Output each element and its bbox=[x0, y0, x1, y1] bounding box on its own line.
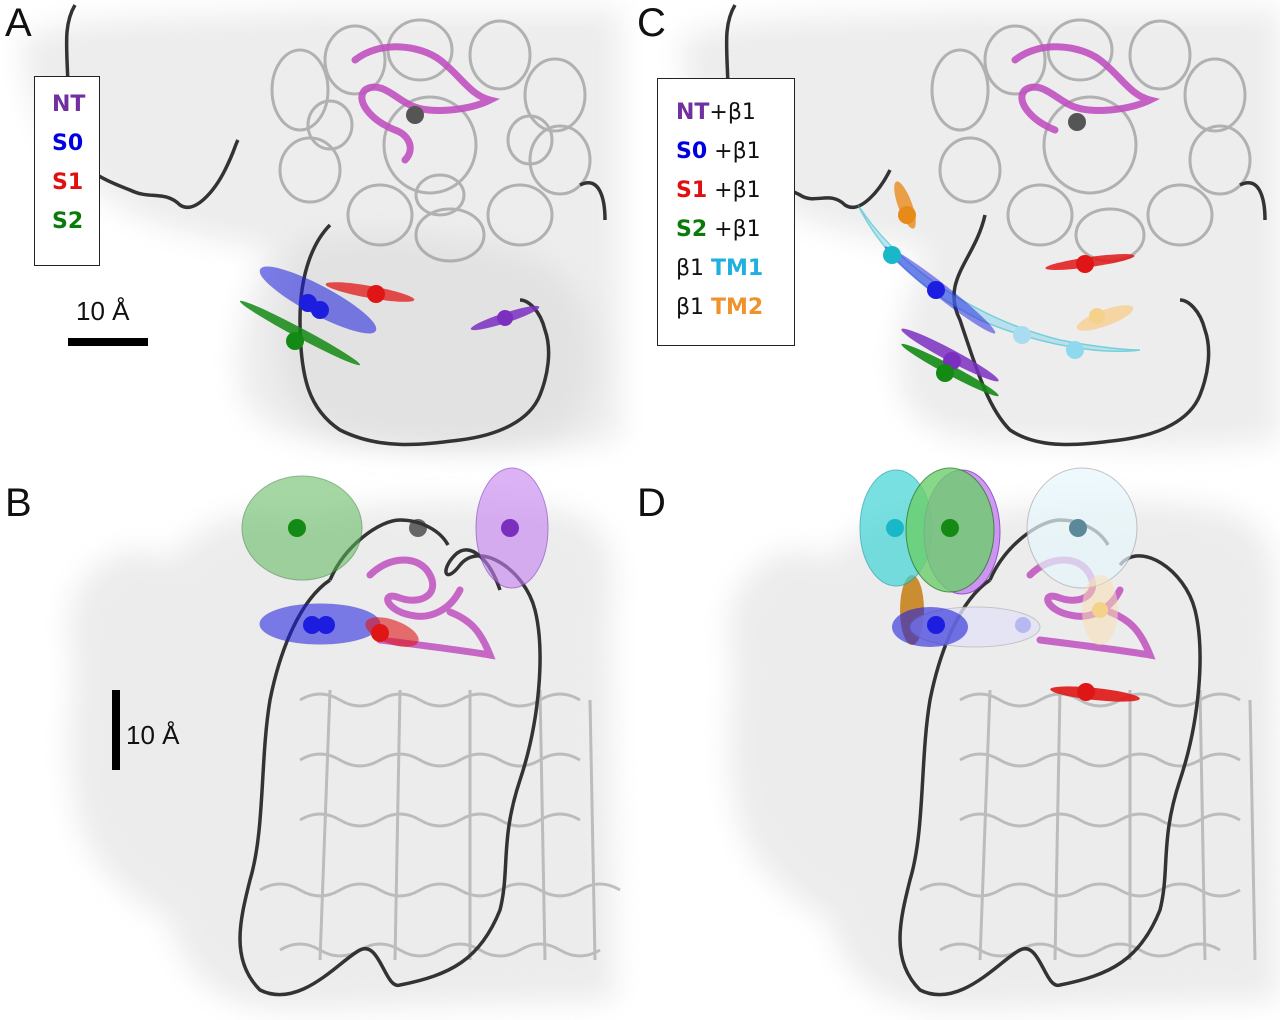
tm2-centroid-2 bbox=[1089, 308, 1105, 324]
center-marker bbox=[406, 106, 424, 124]
channel-helices bbox=[930, 18, 1252, 263]
legend-label: S2 bbox=[676, 217, 708, 242]
legend-c: NT+β1 S0 +β1 S1 +β1 S2 +β1 β1 TM1 β1 TM2 bbox=[657, 78, 795, 346]
s-loop-trace bbox=[952, 214, 1211, 447]
legend-item-beta1-tm2: β1 TM2 bbox=[676, 288, 794, 327]
tm1-centroid-right bbox=[1069, 519, 1087, 537]
legend-item-s1: S1 bbox=[52, 170, 84, 195]
s0-centroid bbox=[303, 616, 321, 634]
s1-ellipsoid bbox=[1050, 686, 1140, 702]
tm1-centroid bbox=[886, 519, 904, 537]
legend-label: S1 bbox=[676, 178, 708, 203]
legend-suffix: +β1 bbox=[709, 100, 756, 125]
panel-c bbox=[680, 4, 1280, 449]
panel-label-b: B bbox=[5, 481, 32, 525]
legend-label: TM2 bbox=[711, 295, 764, 320]
tm1-centroid-2 bbox=[1013, 326, 1031, 344]
s-loop-trace bbox=[298, 223, 551, 447]
s2-centroid bbox=[936, 364, 954, 382]
scalebar-b bbox=[112, 690, 120, 770]
legend-item-beta1-tm1: β1 TM1 bbox=[676, 249, 794, 288]
legend-suffix: +β1 bbox=[707, 178, 761, 203]
scalebar-b-label: 10 Å bbox=[126, 720, 180, 750]
legend-prefix: β1 bbox=[676, 256, 712, 281]
loop-trace bbox=[238, 548, 542, 997]
s0-centroid bbox=[927, 616, 945, 634]
panel-label-d: D bbox=[637, 481, 666, 525]
legend-label: TM1 bbox=[711, 256, 764, 281]
channel-helices bbox=[270, 18, 592, 263]
s0-centroid-2 bbox=[311, 301, 329, 319]
channel-helices bbox=[259, 689, 621, 961]
legend-item-s0: S0 bbox=[52, 131, 84, 156]
panel-d bbox=[728, 467, 1278, 1010]
tm2-ellipsoid-2 bbox=[1076, 305, 1134, 331]
s1-centroid bbox=[1076, 255, 1094, 273]
tm2-centroid bbox=[898, 206, 916, 224]
legend-item-s0-beta1: S0 +β1 bbox=[676, 132, 794, 171]
panel-b bbox=[68, 467, 621, 1010]
nt-centroid bbox=[501, 519, 519, 537]
panel-a bbox=[20, 4, 620, 449]
membrane-surface bbox=[728, 501, 1278, 1010]
legend-item-nt-beta1: NT+β1 bbox=[676, 93, 794, 132]
s0-centroid bbox=[927, 281, 945, 299]
tm2-centroid-right bbox=[1092, 602, 1108, 618]
scalebar-a-label: 10 Å bbox=[76, 296, 130, 326]
legend-suffix: +β1 bbox=[707, 139, 761, 164]
panel-label-c: C bbox=[637, 1, 666, 45]
loop-trace bbox=[898, 554, 1202, 997]
s1-centroid bbox=[1077, 683, 1095, 701]
center-marker bbox=[1068, 113, 1086, 131]
s1-centroid bbox=[371, 624, 389, 642]
legend-a: NT S0 S1 S2 bbox=[34, 76, 100, 266]
legend-item-s2: S2 bbox=[52, 209, 84, 234]
membrane-surface bbox=[68, 501, 616, 1010]
legend-label: NT bbox=[676, 100, 710, 125]
legend-item-nt: NT bbox=[52, 92, 86, 117]
nt-centroid bbox=[497, 310, 513, 326]
legend-prefix: β1 bbox=[676, 295, 712, 320]
tm1-centroid-2 bbox=[1015, 617, 1031, 633]
s1-centroid bbox=[367, 285, 385, 303]
legend-suffix: +β1 bbox=[707, 217, 761, 242]
s2-ellipsoid bbox=[239, 300, 361, 366]
s0-centroid-2 bbox=[317, 616, 335, 634]
legend-item-s1-beta1: S1 +β1 bbox=[676, 171, 794, 210]
right-loop-trace bbox=[1239, 181, 1267, 221]
s2-centroid bbox=[941, 519, 959, 537]
tm1-centroid-3 bbox=[1066, 341, 1084, 359]
tm1-centroid bbox=[883, 246, 901, 264]
t1-domain-ribbon bbox=[1011, 43, 1161, 134]
right-loop-trace bbox=[579, 181, 607, 221]
channel-helices bbox=[919, 689, 1257, 961]
s2-centroid bbox=[286, 332, 304, 350]
legend-item-s2-beta1: S2 +β1 bbox=[676, 210, 794, 249]
scalebar-a bbox=[68, 338, 148, 346]
legend-label: S0 bbox=[676, 139, 708, 164]
s2-centroid bbox=[288, 519, 306, 537]
panel-label-a: A bbox=[5, 1, 32, 45]
